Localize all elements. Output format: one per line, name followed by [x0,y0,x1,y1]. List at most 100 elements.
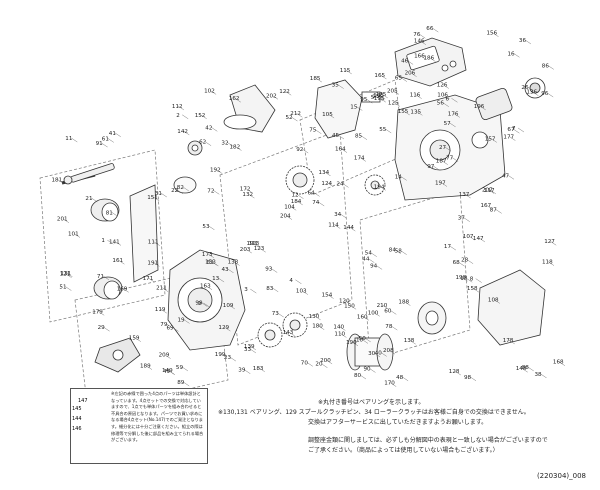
leader-line-192 [215,169,223,174]
part-callout-94: 94 [370,263,378,269]
part-callout-184: 184 [291,199,302,205]
leader-line-161 [118,260,125,265]
part-callout-5: 5 [371,95,375,101]
part-callout-86: 86 [542,63,550,69]
leader-line-87 [495,209,502,214]
part-callout-92: 92 [296,147,303,153]
leader-line-147 [478,237,486,243]
clutch-note: ※130,131 ベアリング、129 スプールクラッチピン、34 ローラークラッ… [218,409,530,416]
leader-line-115 [345,69,352,75]
part-callout-109: 109 [223,303,234,309]
box-label-147: 147 [78,398,88,404]
part-callout-193: 193 [247,241,258,247]
part-callout-157: 157 [485,136,496,142]
part-callout-32: 32 [221,141,228,147]
leader-line-121 [65,273,72,278]
leader-line-203 [245,248,252,254]
document-code: (220304)_008 [536,472,586,480]
leader-line-2 [182,114,189,119]
leader-line-86 [547,65,554,70]
leader-line-90 [369,368,376,373]
leader-line-124 [327,182,334,187]
leader-line-160 [362,316,370,321]
part-callout-152: 152 [195,113,206,119]
part-callout-6: 6 [446,96,450,102]
part-callout-36: 36 [519,38,527,44]
part-callout-154: 154 [322,293,333,299]
leader-line-73 [277,312,284,318]
leader-line-104 [290,206,297,211]
part-callout-188: 188 [398,300,409,306]
part-callout-107: 107 [463,234,474,240]
leader-line-125 [393,102,401,107]
leader-line-175 [381,93,388,99]
part-callout-18: 18 [460,276,468,282]
frame-center-gears [219,129,353,346]
part-callout-37: 37 [458,216,466,222]
leader-line-201 [62,218,70,223]
leader-line-168 [558,361,566,366]
motor [475,77,546,121]
part-callout-126: 126 [437,83,448,89]
leader-line-35 [337,84,344,89]
leader-line-22 [176,189,184,195]
part-callout-103: 103 [296,289,307,295]
leader-line-47 [507,175,515,180]
part-callout-46: 46 [401,58,409,64]
leader-line-80 [359,374,367,380]
part-callout-1: 1 [101,238,105,244]
leader-line-45 [337,134,345,140]
part-callout-198: 198 [456,275,467,281]
part-callout-31: 31 [155,191,163,197]
part-callout-183: 183 [253,366,264,372]
part-callout-141: 141 [109,239,120,245]
part-callout-189: 189 [140,364,151,370]
leader-line-69 [172,327,179,332]
part-callout-4: 4 [289,278,293,284]
part-callout-88: 88 [522,365,530,371]
part-callout-29: 29 [98,325,106,331]
part-callout-96: 96 [541,91,549,97]
clutch-lever [94,337,141,373]
part-callout-57: 57 [444,121,452,127]
leader-line-208 [388,350,396,355]
part-callout-2: 2 [176,113,180,119]
leader-line-189 [145,365,153,370]
leader-line-209 [164,354,171,359]
part-callout-138: 138 [404,338,415,344]
leader-line-88 [527,366,534,372]
part-callout-187: 187 [436,159,447,165]
leader-line-128 [454,370,461,376]
clutch-note-2: 交換はアフターサービスに出していただきますようお願いします。 [308,419,488,426]
leader-line-93 [271,268,278,273]
right-side-cover [417,269,546,346]
part-callout-10: 10 [356,337,364,343]
leader-line-72 [213,190,220,195]
part-callout-134: 134 [319,170,330,176]
leader-line-173 [207,253,215,258]
part-callout-58: 58 [395,249,403,255]
leader-line-23 [229,356,237,362]
part-callout-118: 118 [542,260,553,266]
leader-line-67 [513,129,520,134]
leader-line-195 [379,98,386,103]
leader-line-51 [65,286,72,291]
part-callout-129: 129 [218,325,229,331]
leader-line-60 [390,310,397,315]
part-callout-119: 119 [155,307,166,313]
leader-line-33 [249,348,257,354]
leader-line-76 [419,34,426,39]
leader-line-207 [487,189,495,194]
leader-line-55 [385,128,392,134]
part-callout-19: 19 [178,317,186,323]
leader-line-28 [466,259,474,264]
part-callout-143: 143 [283,330,294,336]
leader-line-144 [349,226,356,232]
leader-line-177 [509,136,516,141]
leader-line-136 [532,91,539,96]
part-callout-76: 76 [413,32,421,38]
box-label-144: 144 [72,416,82,422]
part-callout-117: 117 [484,188,495,194]
leader-line-37 [463,217,470,222]
